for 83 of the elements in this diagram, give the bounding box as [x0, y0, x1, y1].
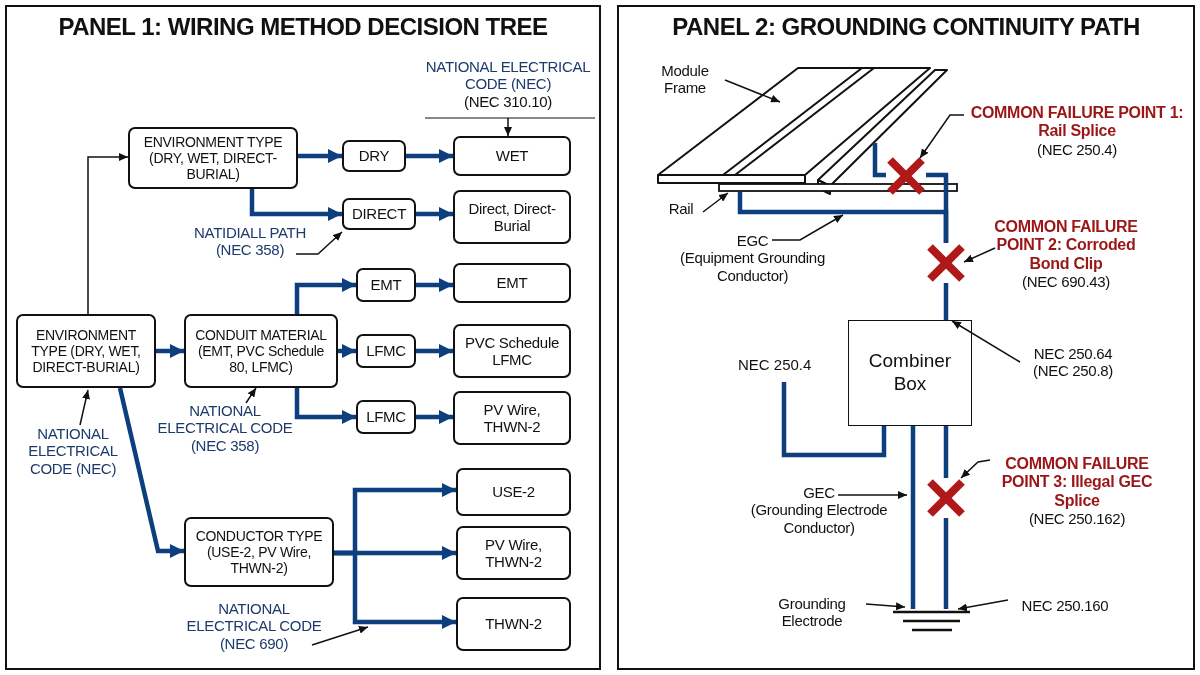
leader-line — [724, 79, 781, 103]
result-box: EMT — [453, 263, 571, 303]
ground-wire — [781, 382, 887, 458]
code-reference-note: (NEC 358) — [190, 436, 260, 454]
option-box: LFMC — [356, 400, 416, 434]
result-box: PVC Schedule LFMC — [453, 324, 571, 378]
combiner-box: Combiner Box — [848, 320, 972, 426]
failure-point-label: COMMON FAILURE POINT 2: Corroded Bond Clip — [993, 218, 1139, 274]
result-box: WET — [453, 136, 571, 176]
option-box: DRY — [342, 140, 406, 172]
arrow — [298, 149, 342, 163]
part-description: (Grounding Electrode Conductor) — [749, 501, 889, 536]
ground-wire — [943, 518, 949, 609]
leader-line — [919, 114, 965, 159]
leader-line — [79, 389, 90, 426]
option-box: LFMC — [356, 334, 416, 368]
failure-point-label: COMMON FAILURE POINT 1: Rail Splice — [969, 104, 1185, 141]
code-reference-note: (NEC 690) — [219, 634, 289, 652]
code-reference: NEC 250.64 — [1033, 345, 1113, 363]
code-reference-note: NATIDIALL PATH — [194, 224, 306, 242]
decision-box: ENVIRONMENT TYPE (DRY, WET, DIRECT-BURIAL) — [16, 314, 156, 388]
part-label: Grounding Electrode — [777, 595, 847, 630]
panel-frame — [5, 5, 601, 670]
option-box: EMT — [356, 268, 416, 302]
part-description: (Equipment Grounding Conductor) — [679, 249, 826, 284]
part-label: EGC — [736, 232, 769, 250]
arrow — [416, 410, 453, 424]
code-reference: (NEC 250.162) — [1028, 510, 1126, 528]
arrow — [249, 189, 342, 221]
ground-wire — [943, 426, 949, 478]
decision-box: ENVIRONMENT TYPE (DRY, WET, DIRECT-BURIAL) — [128, 127, 298, 189]
leader-line — [245, 387, 257, 404]
arrow — [334, 550, 456, 629]
result-box: PV Wire, THWN-2 — [456, 526, 571, 580]
failure-point-label: COMMON FAILURE POINT 3: Illegal GEC Splice — [1000, 455, 1154, 511]
leader-line — [865, 602, 906, 611]
leader-line — [87, 153, 129, 315]
result-box: USE-2 — [456, 468, 571, 516]
code-reference-note: NATIONAL ELECTRICAL CODE — [156, 402, 294, 437]
leader-line — [837, 491, 908, 499]
code-reference: (NEC 250.4) — [1036, 140, 1118, 159]
part-label: Rail — [668, 200, 694, 218]
ground-wire — [910, 426, 916, 609]
leader-line — [957, 599, 1009, 612]
decision-box: CONDUIT MATERIAL (EMT, PVC Schedule 80, LFMC) — [184, 314, 338, 388]
arrow — [156, 344, 184, 358]
result-box: THWN-2 — [456, 597, 571, 651]
arrow — [338, 344, 356, 358]
leader-line — [951, 320, 1021, 363]
leader-line — [963, 247, 996, 263]
code-reference-note: NATIONAL ELECTRICAL CODE (NEC) — [424, 58, 592, 93]
arrow — [416, 278, 453, 292]
leader-line — [311, 625, 369, 646]
arrow — [406, 149, 453, 163]
leader-line — [702, 192, 729, 213]
leader-line — [771, 214, 844, 241]
ground-wire — [737, 192, 949, 243]
option-box: DIRECT — [342, 198, 416, 230]
code-reference-note: NATIONAL ELECTRICAL CODE (NEC) — [27, 425, 119, 477]
decision-box: CONDUCTOR TYPE (USE-2, PV Wire, THWN-2) — [184, 517, 334, 587]
leader-line — [504, 117, 512, 137]
code-reference-note: (NEC 358) — [215, 241, 285, 259]
panel-title: PANEL 1: WIRING METHOD DECISION TREE — [57, 13, 549, 41]
code-reference: (NEC 250.8) — [1032, 362, 1114, 380]
code-reference: NEC 250.4 — [738, 356, 812, 373]
part-label: Module Frame — [660, 62, 710, 97]
arrow — [117, 387, 184, 558]
code-reference-note: NATIONAL ELECTRICAL CODE — [185, 600, 323, 635]
panel-title: PANEL 2: GROUNDING CONTINUITY PATH — [671, 13, 1141, 41]
part-label: GEC — [803, 484, 835, 502]
arrow — [294, 278, 356, 314]
ground-wire — [943, 283, 949, 320]
code-reference: (NEC 310.10) — [463, 92, 553, 110]
arrow — [416, 207, 453, 221]
code-reference: (NEC 690.43) — [1021, 273, 1111, 291]
result-box: PV Wire, THWN-2 — [453, 391, 571, 445]
leader-line — [960, 459, 991, 479]
arrow — [294, 388, 356, 424]
arrow — [416, 344, 453, 358]
leader-line — [295, 231, 343, 255]
code-reference: NEC 250.160 — [1021, 597, 1109, 615]
panel-frame — [617, 5, 1195, 670]
result-box: Direct, Direct-Burial — [453, 190, 571, 244]
